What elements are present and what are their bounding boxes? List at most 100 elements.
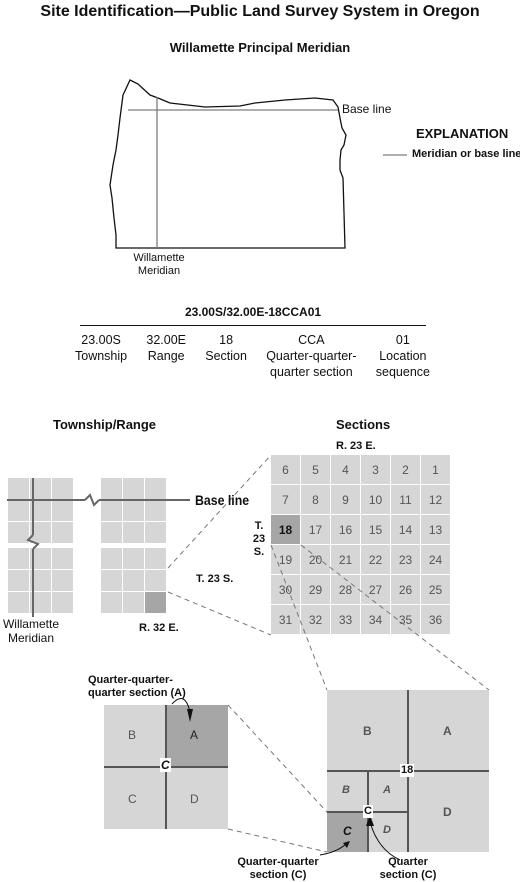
explanation-item: Meridian or base line bbox=[412, 148, 520, 160]
section-cell bbox=[301, 605, 330, 634]
section-cell bbox=[361, 515, 390, 544]
section-number: 7 bbox=[282, 493, 289, 507]
township-cell bbox=[52, 522, 73, 543]
township-cell bbox=[8, 592, 29, 613]
meridian-break bbox=[26, 534, 40, 550]
township-cell bbox=[52, 592, 73, 613]
township-range-heading: Township/Range bbox=[53, 417, 157, 432]
section-number: 32 bbox=[309, 613, 323, 627]
section-cell bbox=[421, 485, 450, 514]
township-cell bbox=[8, 522, 29, 543]
township-cell bbox=[101, 478, 122, 499]
section-cell bbox=[271, 605, 300, 634]
explanation-heading: EXPLANATION bbox=[416, 126, 509, 141]
section-number: 36 bbox=[429, 613, 443, 627]
section-cell bbox=[421, 605, 450, 634]
quarter-d bbox=[166, 767, 228, 829]
connector-line bbox=[227, 704, 328, 813]
section-cell bbox=[271, 575, 300, 604]
section-number: 30 bbox=[279, 583, 293, 597]
township-cell bbox=[145, 570, 166, 591]
qqq-label-a: A bbox=[190, 728, 199, 742]
section-number: 11 bbox=[399, 493, 412, 507]
arrowhead bbox=[366, 815, 374, 826]
township-cell bbox=[52, 570, 73, 591]
section-number: 10 bbox=[369, 493, 383, 507]
section-number: 35 bbox=[399, 613, 413, 627]
township-cell bbox=[101, 592, 122, 613]
map-base-line-label: Base line bbox=[342, 102, 392, 116]
quarter-a bbox=[166, 705, 228, 767]
section-number: 14 bbox=[399, 523, 413, 537]
qqq-label: Quarter-quarter-quarter section (A) bbox=[88, 674, 186, 699]
connector-line bbox=[167, 591, 272, 636]
section-cell bbox=[331, 485, 360, 514]
quarter-c bbox=[104, 767, 166, 829]
section-number: 5 bbox=[312, 463, 319, 477]
township-cell bbox=[30, 548, 51, 569]
section-cell-highlight bbox=[271, 515, 300, 544]
qqq-label-d: D bbox=[190, 792, 199, 806]
section-cell bbox=[421, 515, 450, 544]
township-cell bbox=[8, 500, 29, 521]
township-cell bbox=[30, 500, 51, 521]
township-cell bbox=[145, 522, 166, 543]
township-cell bbox=[101, 548, 122, 569]
section-number: 2 bbox=[402, 463, 409, 477]
section-number: 15 bbox=[369, 523, 383, 537]
connector-line bbox=[227, 828, 328, 853]
section-number: 25 bbox=[429, 583, 443, 597]
township-cell bbox=[123, 500, 144, 521]
township-grids bbox=[8, 478, 166, 613]
section-number: 31 bbox=[279, 613, 293, 627]
section-number: 12 bbox=[429, 493, 443, 507]
section-number: 20 bbox=[309, 553, 323, 567]
arrowhead bbox=[187, 709, 193, 722]
section-number: 33 bbox=[339, 613, 353, 627]
section-cell bbox=[361, 575, 390, 604]
township-highlight-cell bbox=[145, 592, 166, 613]
section-cell bbox=[391, 455, 420, 484]
section-cell bbox=[391, 575, 420, 604]
section-cell bbox=[301, 455, 330, 484]
township-cell bbox=[101, 570, 122, 591]
township-cell bbox=[145, 548, 166, 569]
section-cell bbox=[361, 455, 390, 484]
base-line-break bbox=[84, 493, 100, 507]
section-number: 28 bbox=[339, 583, 353, 597]
connector-line bbox=[270, 544, 328, 691]
sections-heading: Sections bbox=[336, 417, 391, 432]
township-cell bbox=[8, 478, 29, 499]
section-cell bbox=[301, 545, 330, 574]
section-cell bbox=[331, 545, 360, 574]
detail-label-d: D bbox=[443, 805, 452, 819]
section-cell bbox=[331, 515, 360, 544]
sections-range-label: R. 23 E. bbox=[336, 440, 376, 452]
connector-line bbox=[300, 544, 490, 691]
township-cell bbox=[145, 500, 166, 521]
page-title: Site Identification—Public Land Survey S… bbox=[40, 3, 480, 20]
map-heading: Willamette Principal Meridian bbox=[169, 40, 351, 55]
qqq-diagram bbox=[104, 705, 228, 829]
township-cell bbox=[123, 570, 144, 591]
detail-small-a: A bbox=[383, 784, 391, 796]
arrowhead bbox=[343, 841, 350, 848]
section-cell bbox=[361, 545, 390, 574]
township-cell bbox=[30, 570, 51, 591]
section-number: 26 bbox=[399, 583, 413, 597]
range-label: R. 32 E. bbox=[139, 622, 179, 634]
township-cell bbox=[123, 478, 144, 499]
qqq-center-label: C bbox=[160, 758, 171, 772]
section-number: 3 bbox=[372, 463, 379, 477]
township-cell bbox=[52, 548, 73, 569]
section-number: 16 bbox=[339, 523, 353, 537]
